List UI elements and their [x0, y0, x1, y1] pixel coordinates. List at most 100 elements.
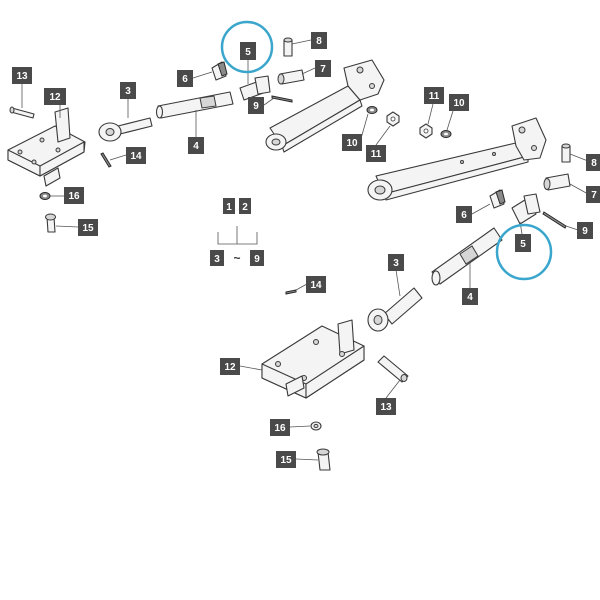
svg-text:8: 8 [316, 36, 322, 47]
callout-7-right: 7 [586, 186, 600, 203]
svg-text:16: 16 [274, 423, 286, 434]
callout-14-right: 14 [306, 276, 326, 293]
svg-text:4: 4 [467, 292, 473, 303]
svg-text:9: 9 [254, 254, 260, 265]
svg-text:2: 2 [242, 202, 248, 213]
callout-4-upper: 4 [188, 137, 204, 154]
svg-text:4: 4 [193, 141, 199, 152]
svg-text:10: 10 [346, 138, 358, 149]
svg-text:16: 16 [68, 191, 80, 202]
rod-end-3-upper [98, 117, 153, 142]
svg-text:13: 13 [380, 402, 392, 413]
callout-3-right: 3 [388, 254, 404, 271]
svg-text:9: 9 [582, 226, 588, 237]
legend-box-1: 1 [223, 198, 235, 214]
callout-8-right: 8 [586, 154, 600, 171]
callout-12-upper: 12 [44, 88, 66, 105]
callout-11-right: 11 [424, 87, 444, 104]
legend-range-separator: ~ [233, 251, 240, 265]
pin-13-upper [9, 106, 35, 119]
callout-10-right: 10 [449, 94, 469, 111]
svg-text:14: 14 [130, 151, 142, 162]
bracket-plate-12-upper [7, 107, 86, 187]
pin-8-upper [283, 37, 293, 57]
leader-lines [21, 39, 589, 461]
pin-8-right [561, 143, 571, 163]
adjusting-tube-4-right [431, 227, 503, 286]
legend-box-3: 3 [210, 250, 224, 266]
callout-5-upper: 5 [240, 42, 256, 60]
callout-6-upper: 6 [177, 70, 193, 87]
callout-12-right: 12 [220, 358, 240, 375]
washer-10-right [440, 130, 452, 138]
lift-arm-upper [265, 59, 385, 153]
bolt-15-right [316, 448, 331, 471]
callout-15-upper: 15 [78, 219, 98, 236]
callout-9-right: 9 [577, 222, 593, 239]
adjusting-tube-4-upper [155, 91, 234, 119]
lock-clip-6-right [489, 189, 506, 209]
svg-text:11: 11 [371, 149, 382, 160]
svg-text:5: 5 [245, 47, 251, 58]
callout-10-upper: 10 [342, 134, 362, 151]
highlight-ring-upper [220, 20, 274, 74]
svg-text:6: 6 [461, 210, 467, 221]
legend-box-2: 2 [239, 198, 251, 214]
nut-11-upper [386, 111, 400, 127]
callout-6-right: 6 [456, 206, 472, 223]
svg-text:15: 15 [82, 223, 94, 234]
nut-11-right [419, 123, 433, 139]
washer-10-upper [366, 106, 378, 114]
callout-15-right: 15 [276, 451, 296, 468]
legend-box-9: 9 [250, 250, 264, 266]
svg-text:13: 13 [16, 71, 28, 82]
bracket-plate-12-right [261, 319, 365, 399]
callout-16-right: 16 [270, 419, 290, 436]
highlight-ring-right [495, 223, 553, 281]
svg-text:7: 7 [320, 64, 326, 75]
callout-13-right: 13 [376, 398, 396, 415]
svg-text:3: 3 [393, 258, 399, 269]
svg-text:6: 6 [182, 74, 188, 85]
svg-text:9: 9 [253, 101, 259, 112]
svg-text:5: 5 [520, 239, 526, 250]
yoke-5-upper [239, 75, 271, 101]
pin-9-right [542, 211, 567, 229]
pin-9-upper [271, 95, 293, 103]
svg-text:12: 12 [224, 362, 236, 373]
pin-7-right [543, 173, 571, 191]
callout-13-upper: 13 [12, 67, 32, 84]
callout-9-upper: 9 [248, 97, 264, 114]
svg-text:1: 1 [226, 202, 232, 213]
rod-end-3-right [367, 287, 423, 332]
callout-7-upper: 7 [315, 60, 331, 77]
svg-text:10: 10 [453, 98, 465, 109]
callout-14-upper: 14 [126, 147, 146, 164]
svg-text:14: 14 [310, 280, 322, 291]
callout-5-right: 5 [515, 234, 531, 252]
svg-text:15: 15 [280, 455, 292, 466]
callout-8-upper: 8 [311, 32, 327, 49]
svg-text:11: 11 [429, 91, 440, 102]
svg-text:7: 7 [591, 190, 597, 201]
washer-16-right [310, 421, 322, 431]
pin-13-right [377, 355, 409, 383]
callout-11-upper: 11 [366, 145, 386, 162]
svg-text:12: 12 [49, 92, 61, 103]
lift-arm-right [367, 117, 547, 201]
svg-text:3: 3 [125, 86, 131, 97]
pin-7-upper [277, 69, 305, 85]
svg-text:8: 8 [591, 158, 597, 169]
callout-3-upper: 3 [120, 82, 136, 99]
lock-clip-6-upper [211, 61, 228, 81]
callout-16-upper: 16 [64, 187, 84, 204]
svg-text:3: 3 [214, 254, 220, 265]
callout-4-right: 4 [462, 288, 478, 305]
spring-pin-14-right [285, 289, 297, 295]
yoke-5-right [511, 193, 541, 225]
washer-16-upper [39, 192, 51, 200]
spring-pin-14-upper [100, 152, 112, 168]
bolt-15-upper [45, 213, 56, 233]
